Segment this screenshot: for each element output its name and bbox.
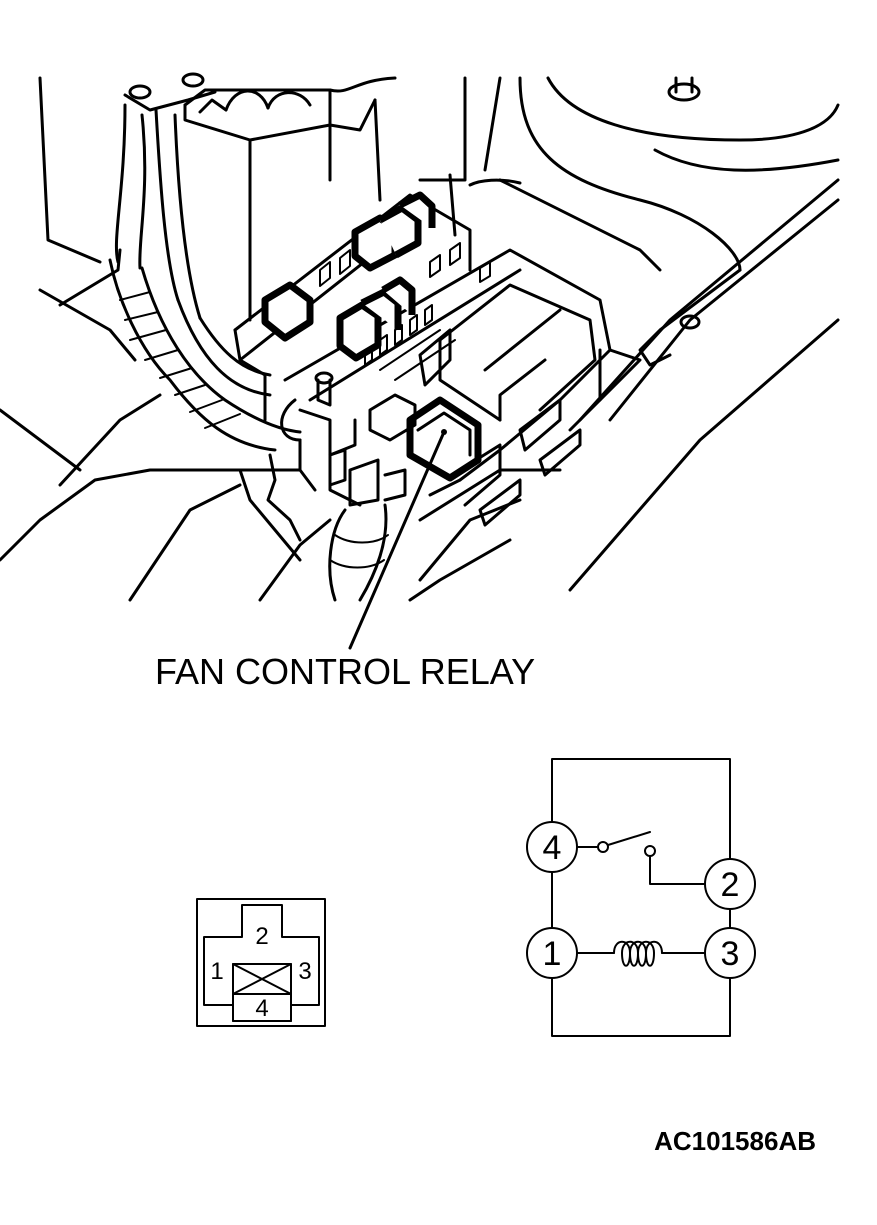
terminal-1-label: 1 [543,935,562,973]
pin-label-3: 3 [298,958,311,985]
relay-schematic: 4 2 1 3 [526,758,756,1037]
connector-face-view: 2 1 3 4 [196,898,326,1027]
schematic-top-wire [551,758,731,861]
pin-label-2: 2 [255,923,268,950]
fan-control-relay-label: FAN CONTROL RELAY [155,651,535,692]
terminal-2-circle [704,858,756,910]
figure-code: AC101586AB [654,1126,816,1156]
switch-blade [607,831,651,846]
pin-label-1: 1 [210,958,223,985]
schematic-bottom-wire [551,977,731,1037]
callout-leader-line [348,430,446,650]
pin-label-4: 4 [255,995,268,1022]
switch-contact-a [597,841,609,853]
fan-control-relay-shape [406,396,482,482]
connector-outer-frame [196,898,326,1027]
switch-contact-b [644,845,656,857]
connector-key [232,963,292,995]
terminal-3-label: 3 [721,935,740,973]
terminal-3-circle [704,927,756,979]
relay-coil [613,940,663,967]
terminal-4-circle [526,821,578,873]
terminal-2-label: 2 [721,866,740,904]
terminal-1-circle [526,927,578,979]
engine-bay-illustration [0,72,840,602]
terminal-4-label: 4 [543,829,562,867]
